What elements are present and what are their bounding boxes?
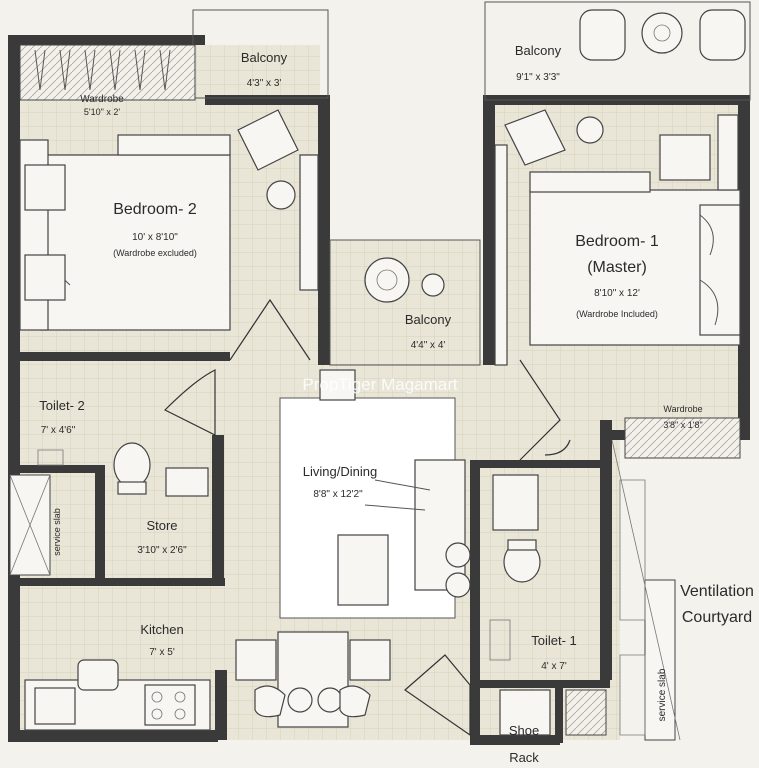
wardrobe-right xyxy=(624,417,741,459)
living-dining-furniture xyxy=(279,369,471,619)
toilet2-fixtures xyxy=(37,442,209,497)
bedroom2-note: (Wardrobe excluded) xyxy=(113,248,197,258)
living-size: 8'8" x 12'2" xyxy=(313,489,363,500)
dining-table xyxy=(235,631,391,728)
bedroom2-size: 10' x 8'10" xyxy=(132,232,178,243)
toilet2-size: 7' x 4'6" xyxy=(41,425,76,436)
doors xyxy=(163,298,571,737)
chair-bedroom2 xyxy=(237,109,319,291)
toilet1-name: Toilet- 1 xyxy=(531,633,577,648)
toilet1-size: 4' x 7' xyxy=(541,661,567,672)
bedroom1-sub: (Master) xyxy=(587,259,647,276)
chair-bedroom1 xyxy=(494,109,739,366)
bed-bedroom1 xyxy=(529,171,741,346)
watermark: PropTiger Magamart xyxy=(302,375,458,394)
balcony-outlines xyxy=(192,1,751,366)
kitchen-counter xyxy=(24,659,211,731)
rack-label: Rack xyxy=(509,750,539,765)
bedroom1-size: 8'10" x 12' xyxy=(594,288,640,299)
store-size: 3'10" x 2'6" xyxy=(137,545,187,556)
courtyard-label: Courtyard xyxy=(682,609,752,626)
bedroom2-name: Bedroom- 2 xyxy=(113,201,197,218)
wardrobe-left xyxy=(19,44,196,101)
balcony-furniture-center xyxy=(364,257,445,303)
toilet2-name: Toilet- 2 xyxy=(39,398,85,413)
wardrobe-right-size: 3'8" x 1'8" xyxy=(663,420,702,430)
service-slab-right-shape xyxy=(611,439,681,741)
balcony-top-right-size: 9'1" x 3'3" xyxy=(516,72,560,83)
toilet1-fixtures xyxy=(489,474,541,661)
bedroom1-name: Bedroom- 1 xyxy=(575,233,659,250)
balcony-top-left-name: Balcony xyxy=(241,50,288,65)
balcony-center-name: Balcony xyxy=(405,312,452,327)
service-slab-left-label: service slab xyxy=(52,508,62,556)
shoe-label: Shoe xyxy=(509,723,539,738)
wardrobe-left-name: Wardrobe xyxy=(80,94,124,105)
service-slab-right-label: service slab xyxy=(657,668,668,721)
shoe-rack xyxy=(499,689,607,736)
wardrobe-right-name: Wardrobe xyxy=(663,404,702,414)
kitchen-name: Kitchen xyxy=(140,622,183,637)
balcony-top-right-name: Balcony xyxy=(515,43,562,58)
bedroom1-note: (Wardrobe Included) xyxy=(576,309,658,319)
kitchen-size: 7' x 5' xyxy=(149,647,175,658)
service-slab-left-shape xyxy=(9,474,51,576)
balcony-furniture-right xyxy=(579,9,746,61)
living-name: Living/Dining xyxy=(303,464,377,479)
bed-bedroom2 xyxy=(19,134,231,331)
ventilation-label: Ventilation xyxy=(680,583,754,600)
balcony-top-left-size: 4'3" x 3' xyxy=(247,78,282,89)
labels: Balcony 4'3" x 3' Wardrobe 5'10" x 2' Ba… xyxy=(39,43,754,765)
store-name: Store xyxy=(146,518,177,533)
balcony-center-size: 4'4" x 4' xyxy=(411,340,446,351)
wardrobe-left-size: 5'10" x 2' xyxy=(84,107,120,117)
